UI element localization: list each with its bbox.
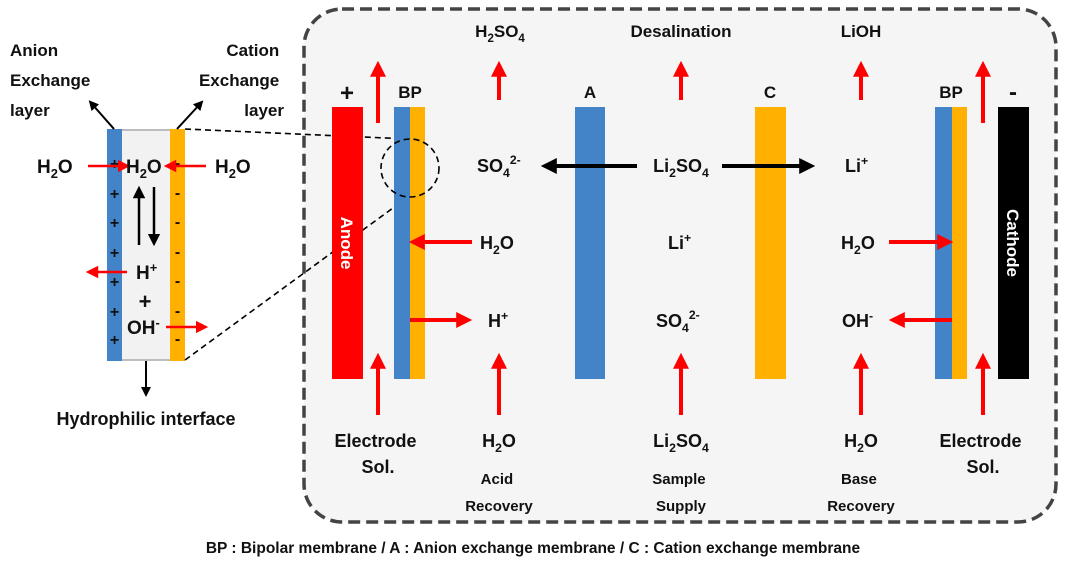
inlet-sample-desc: Sample Supply <box>652 471 710 515</box>
outlet-arrows <box>370 60 991 123</box>
anode-electrode <box>332 107 363 379</box>
cathode-electrode <box>998 107 1029 379</box>
anion-exchange-membrane <box>575 107 605 379</box>
positive-charge-mark: + <box>110 156 119 173</box>
inlet-acid-desc: Acid Recovery <box>465 471 533 515</box>
anion-membrane-label: A <box>584 83 596 102</box>
cathode-polarity: - <box>1009 79 1017 106</box>
lithium-base-label: Li+ <box>845 154 868 176</box>
zoom-connector-top <box>184 128 409 140</box>
inlet-electrode-left-label: Electrode Sol. <box>334 431 421 477</box>
negative-charge-mark: - <box>175 273 180 290</box>
negative-charge-mark: - <box>175 303 180 320</box>
hydroxide-label: OH- <box>127 315 160 339</box>
inlet-electrode-right-label: Electrode Sol. <box>939 431 1026 477</box>
cell-panel <box>302 7 1058 524</box>
lithium-feed-label: Li+ <box>668 231 691 253</box>
zoom-inset: + + + + + + + - - - - - - - Anion Exchange layer Cat… <box>10 41 409 429</box>
bipolar-membrane-left-label: BP <box>398 83 422 102</box>
cation-layer-charges: - - - - - - - <box>175 155 180 348</box>
proton-acid-label: H+ <box>488 309 508 331</box>
cation-exchange-layer <box>170 129 185 361</box>
hydroxide-base-label: OH- <box>842 309 873 331</box>
water-left-label: H2O <box>37 157 73 181</box>
inlet-arrows <box>370 352 991 415</box>
inlet-base-desc: Base Recovery <box>827 471 895 515</box>
anion-exchange-layer <box>107 129 122 361</box>
water-acid-label: H2O <box>480 233 514 257</box>
cation-layer-pointer <box>176 100 204 130</box>
product-desalination-label: Desalination <box>630 22 731 41</box>
bipolar-membrane-left-anion-layer <box>394 107 410 379</box>
positive-charge-mark: + <box>110 215 119 232</box>
anion-layer-charges: + + + + + + + <box>110 156 119 349</box>
zoom-focus-circle <box>380 138 440 198</box>
negative-charge-mark: - <box>175 331 180 348</box>
water-right-label: H2O <box>215 157 251 181</box>
anion-layer-pointer <box>88 100 115 130</box>
plus-sign: + <box>139 289 152 314</box>
cation-membrane-label: C <box>764 83 776 102</box>
interface-label: Hydrophilic interface <box>56 409 235 429</box>
negative-charge-mark: - <box>175 244 180 261</box>
bipolar-membrane-right-cation-layer <box>952 107 967 379</box>
sulfate-feed-label: SO42- <box>656 308 700 335</box>
membrane-legend: BP : Bipolar membrane / A : Anion exchan… <box>206 540 861 557</box>
positive-charge-mark: + <box>110 304 119 321</box>
water-center-label: H2O <box>126 157 162 181</box>
positive-charge-mark: + <box>110 332 119 349</box>
inlet-sample-chem: Li2SO4 <box>653 431 709 455</box>
positive-charge-mark: + <box>110 186 119 203</box>
inlet-base-chem: H2O <box>844 431 878 455</box>
negative-charge-mark: - <box>175 155 180 172</box>
bipolar-membrane-right-label: BP <box>939 83 963 102</box>
anion-layer-label: Anion Exchange layer <box>10 41 95 120</box>
negative-charge-mark: - <box>175 185 180 202</box>
product-acid-label: H2SO4 <box>475 22 525 45</box>
cation-layer-label: Cation Exchange layer <box>199 41 284 120</box>
anode-polarity: + <box>340 80 354 107</box>
positive-charge-mark: + <box>110 245 119 262</box>
water-base-label: H2O <box>841 233 875 257</box>
feed-salt-label: Li2SO4 <box>653 156 709 180</box>
sulfate-acid-label: SO42- <box>477 153 521 180</box>
zoom-connector-bottom <box>184 196 409 361</box>
proton-label: H+ <box>136 260 158 284</box>
negative-charge-mark: - <box>175 214 180 231</box>
positive-charge-mark: + <box>110 274 119 291</box>
cathode-label: Cathode <box>1003 209 1022 277</box>
product-base-label: LiOH <box>841 22 882 41</box>
anode-label: Anode <box>337 217 356 270</box>
cation-exchange-membrane <box>755 107 786 379</box>
inlet-acid-chem: H2O <box>482 431 516 455</box>
